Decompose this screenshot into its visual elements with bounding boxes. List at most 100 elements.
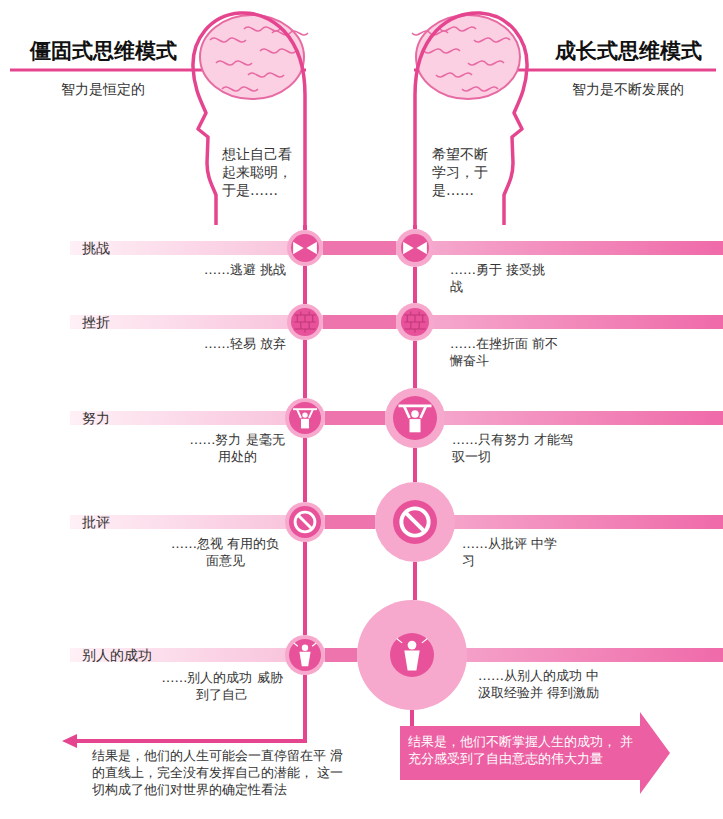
brick-line bbox=[297, 315, 298, 322]
mindset-title: 成长式思维模式 bbox=[538, 38, 718, 65]
head-text: 希望不断学习，于是…… bbox=[432, 145, 492, 200]
growth-step-circle: ……只有努力 才能驾驭一切 bbox=[385, 388, 445, 448]
node-shape bbox=[285, 502, 325, 542]
brick-line bbox=[300, 322, 301, 329]
node-shape bbox=[396, 303, 434, 341]
growth-step-circle: ……勇于 接受挑战 bbox=[396, 229, 434, 267]
brick-line bbox=[419, 322, 420, 329]
outcome-big-arrow bbox=[400, 712, 670, 794]
step-text: ……在挫折面 前不懈奋斗 bbox=[450, 336, 560, 370]
figure-ray bbox=[397, 639, 403, 643]
figure-head bbox=[408, 641, 417, 650]
fixed-step-circle: ……忽视 有用的负面意见 bbox=[285, 502, 325, 542]
band-connector bbox=[323, 315, 396, 329]
spine-connector bbox=[303, 266, 307, 304]
step-text: ……只有努力 才能驾驭一切 bbox=[452, 432, 582, 466]
brick-line bbox=[414, 315, 415, 322]
row-label: 批评 bbox=[82, 514, 110, 531]
step-text: ……从批评 中学习 bbox=[462, 536, 562, 570]
circle-core bbox=[291, 234, 319, 262]
lifter-body bbox=[410, 419, 421, 432]
circle-ring bbox=[375, 482, 455, 562]
challenge-icon bbox=[306, 242, 317, 255]
figure-ray bbox=[312, 643, 316, 646]
brain-fold bbox=[272, 31, 308, 35]
challenge-icon bbox=[403, 242, 414, 255]
lifter-body bbox=[301, 419, 309, 429]
brain-fold bbox=[436, 73, 472, 77]
row-label: 挫折 bbox=[82, 314, 110, 331]
row-label: 别人的成功 bbox=[82, 647, 152, 664]
mindset-title: 僵固式思维模式 bbox=[8, 38, 198, 65]
spine-connector bbox=[410, 710, 414, 726]
lifter-arms bbox=[297, 409, 313, 418]
step-icon bbox=[399, 406, 432, 432]
circle-ring bbox=[287, 230, 323, 266]
no-sign bbox=[405, 512, 424, 531]
brain-fold bbox=[248, 73, 284, 77]
node-shape bbox=[357, 600, 467, 710]
brain bbox=[200, 15, 304, 99]
head-group bbox=[193, 13, 308, 225]
no-sign bbox=[401, 508, 428, 535]
spine-connector bbox=[303, 438, 307, 502]
spine-connector bbox=[413, 267, 417, 303]
band-connector bbox=[325, 411, 385, 425]
spine-connector bbox=[303, 542, 307, 635]
circle-ring bbox=[396, 229, 434, 267]
step-icon bbox=[293, 409, 317, 428]
mindset-subtitle: 智力是恒定的 bbox=[8, 80, 198, 98]
brick-line bbox=[414, 329, 415, 333]
row-label: 挑战 bbox=[82, 240, 110, 257]
fixed-outcome-arrow: 结果是，他们的人生可能会一直停留在平 滑的直线上，完全没有发挥自己的潜能， 这一… bbox=[62, 741, 362, 801]
outcome-text: 结果是，他们不断掌握人生的成功， 并充分感受到了自由意志的伟大力量 bbox=[408, 734, 634, 768]
circle-core bbox=[289, 506, 321, 538]
figure-head bbox=[302, 645, 308, 651]
circle-ring bbox=[285, 502, 325, 542]
brain-fold bbox=[216, 61, 252, 65]
challenge-icon bbox=[416, 242, 427, 255]
step-icon bbox=[397, 639, 428, 671]
brick-line bbox=[304, 329, 305, 333]
growth-outcome-arrow: 结果是，他们不断掌握人生的成功， 并充分感受到了自由意志的伟大力量 bbox=[400, 726, 640, 780]
circle-core bbox=[289, 402, 321, 434]
node-shape bbox=[287, 304, 323, 340]
brain-fold bbox=[222, 87, 258, 91]
spine-connector bbox=[303, 675, 307, 741]
node-shape bbox=[385, 388, 445, 448]
band-connector bbox=[325, 648, 357, 662]
circle-ring bbox=[287, 304, 323, 340]
step-text: ……别人的成功 威胁到了自己 bbox=[157, 670, 287, 704]
node-shape bbox=[396, 229, 434, 267]
brain-fold bbox=[468, 61, 504, 65]
step-icon bbox=[294, 643, 316, 666]
circle-core bbox=[393, 396, 437, 440]
lifter-arms bbox=[404, 406, 426, 418]
head-outline bbox=[415, 13, 527, 225]
circle-core bbox=[291, 308, 319, 336]
row-label: 努力 bbox=[82, 410, 110, 427]
node-shape bbox=[285, 635, 325, 675]
circle-ring bbox=[285, 635, 325, 675]
brain-fold bbox=[210, 38, 246, 42]
fixed-step-circle: ……别人的成功 威胁到了自己 bbox=[285, 635, 325, 675]
challenge-icon bbox=[293, 242, 304, 255]
step-icon bbox=[401, 508, 428, 535]
growth-step-circle: ……从批评 中学习 bbox=[375, 482, 455, 562]
brain bbox=[416, 15, 520, 99]
circle-ring bbox=[285, 398, 325, 438]
spine-connector bbox=[413, 562, 417, 600]
figure-ray bbox=[422, 639, 428, 643]
node-shape bbox=[375, 482, 455, 562]
brain-fold bbox=[424, 49, 460, 53]
circle-core bbox=[401, 234, 429, 262]
spine-connector bbox=[303, 340, 307, 398]
fixed-step-circle: ……逃避 挑战 bbox=[287, 230, 323, 266]
growth-step-circle: ……在挫折面 前不懈奋斗 bbox=[396, 303, 434, 341]
step-text: ……勇于 接受挑战 bbox=[450, 262, 550, 296]
spine-connector bbox=[413, 341, 417, 388]
step-text: ……努力 是毫无用处的 bbox=[189, 432, 285, 466]
circle-core bbox=[289, 639, 321, 671]
